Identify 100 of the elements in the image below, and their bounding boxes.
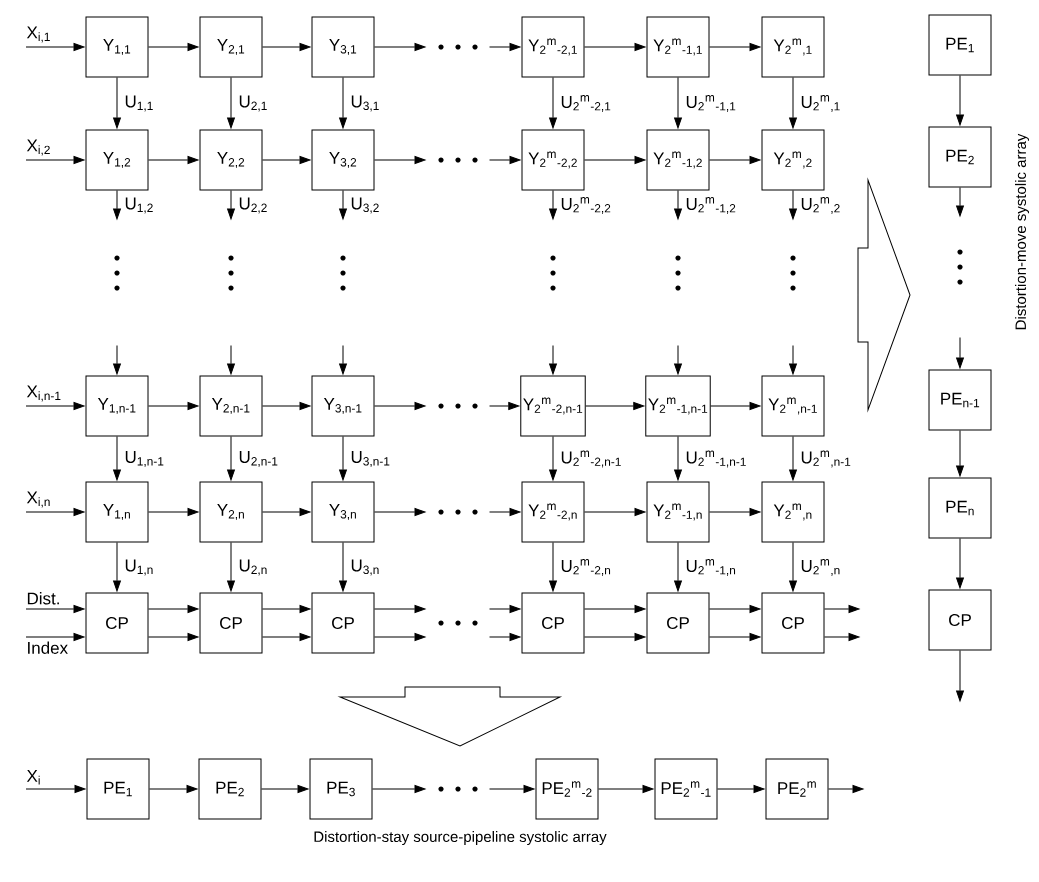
arrow [262,156,311,164]
processing-element-box: CP [646,592,710,654]
arrow [709,508,761,516]
arrow [148,156,199,164]
arrow [262,508,311,516]
arrow [674,77,682,129]
arrow [25,605,85,613]
arrow [789,77,797,129]
input-label: X$_{i,2}$ [26,139,50,156]
arrow [828,785,864,793]
arrow [956,538,964,589]
edge-label: U$_{2}$m-2,1 [559,94,613,113]
edge-label: U$_{1,n-1}$ [123,450,166,468]
arrow [584,156,646,164]
arrow [374,43,426,51]
ellipsis-dots [438,44,478,50]
processing-element-box: Y$_{2,n-1}$ [199,375,263,437]
arrow [374,156,426,164]
processing-element-box: Y$_{3,1}$ [311,16,375,78]
edge-label: U$_{2,1}$ [237,94,269,113]
processing-element-box: Y$_{2}$m-2,1 [521,16,585,78]
edge-label: U$_{2}$m-1,n [684,558,738,577]
edge-label: U$_{2}$m-2,n [559,558,613,577]
processing-element-box: CP [199,592,263,654]
arrow [148,43,199,51]
ellipsis-dots [438,786,478,792]
arrow [489,508,521,516]
edge-label: U$_{2}$m-1,2 [684,196,738,215]
input-label: Dist. [27,592,59,605]
processing-element-box: Y$_{2}$m,n [761,481,825,543]
arrow [709,156,761,164]
arrow [261,785,309,793]
arrow [549,77,557,129]
arrow [339,542,347,592]
arrow [148,402,199,410]
arrow [549,345,557,375]
arrow [549,436,557,481]
arrow [372,785,426,793]
arrow [674,190,682,220]
processing-element-box: CP [311,592,375,654]
arrow [227,77,235,129]
arrow [339,190,347,220]
arrow [339,436,347,481]
arrow [489,633,521,641]
edge-label: U$_{1,n}$ [123,558,155,577]
edge-label: U$_{2}$m,1 [799,94,842,113]
arrow [584,43,646,51]
processing-element-box: Y$_{2}$m-2,2 [521,129,585,191]
edge-label: U$_{3,n-1}$ [349,450,392,468]
edge-label: U$_{2,n-1}$ [237,450,280,468]
edge-label: U$_{2}$m-1,n-1 [684,449,748,469]
arrow [956,337,964,369]
ellipsis-dots [438,509,478,515]
processing-element-box: Y$_{2}$m,n-1 [761,375,825,437]
input-label: Index [28,641,68,654]
arrow [717,785,765,793]
arrow [956,187,964,217]
edge-label: U$_{3,2}$ [349,196,381,215]
array-caption: Distortion-stay source-pipeline systolic array [314,831,607,845]
processing-element-box: Y$_{2,2}$ [199,129,263,191]
arrow [262,43,311,51]
edge-label: U$_{2}$m,n-1 [799,449,853,469]
arrow [824,633,860,641]
arrow [598,785,654,793]
processing-element-box: Y$_{1,1}$ [85,16,149,78]
edge-label: U$_{3,1}$ [349,94,381,113]
input-label: X$_{i,n}$ [26,491,50,508]
arrow [549,190,557,220]
arrow [374,508,426,516]
processing-element-box: PE$_{2}$m [765,758,829,820]
processing-element-box: Y$_{2,1}$ [199,16,263,78]
processing-element-box: Y$_{2}$m,2 [761,129,825,191]
arrow [789,436,797,481]
arrow [227,436,235,481]
arrow [227,345,235,375]
arrow [374,605,426,613]
processing-element-box: PE$_{2}$ [928,126,992,188]
ellipsis-dots [438,403,478,409]
arrow [113,77,121,129]
processing-element-box: Y$_{1,n-1}$ [85,375,149,437]
processing-element-box: Y$_{1,2}$ [85,129,149,191]
processing-element-box: PE$_{n-1}$ [928,369,992,431]
processing-element-box: PE$_{1}$ [928,14,992,76]
arrow [585,402,645,410]
processing-element-box: PE$_{1}$ [86,758,150,820]
arrow [113,190,121,220]
processing-element-box: PE$_{2}$m-1 [654,758,718,820]
processing-element-box: Y$_{3,n-1}$ [311,375,375,437]
arrow [489,785,535,793]
processing-element-box: PE$_{n}$ [928,477,992,539]
arrow [25,633,85,641]
arrow [789,190,797,220]
edge-label: U$_{2}$m-2,2 [559,196,613,215]
edge-label: U$_{2}$m,2 [799,196,842,215]
arrow [25,785,86,793]
arrow [549,542,557,592]
arrow [709,633,761,641]
ellipsis-dots [438,157,478,163]
arrow [956,75,964,126]
processing-element-box: CP [928,589,992,651]
